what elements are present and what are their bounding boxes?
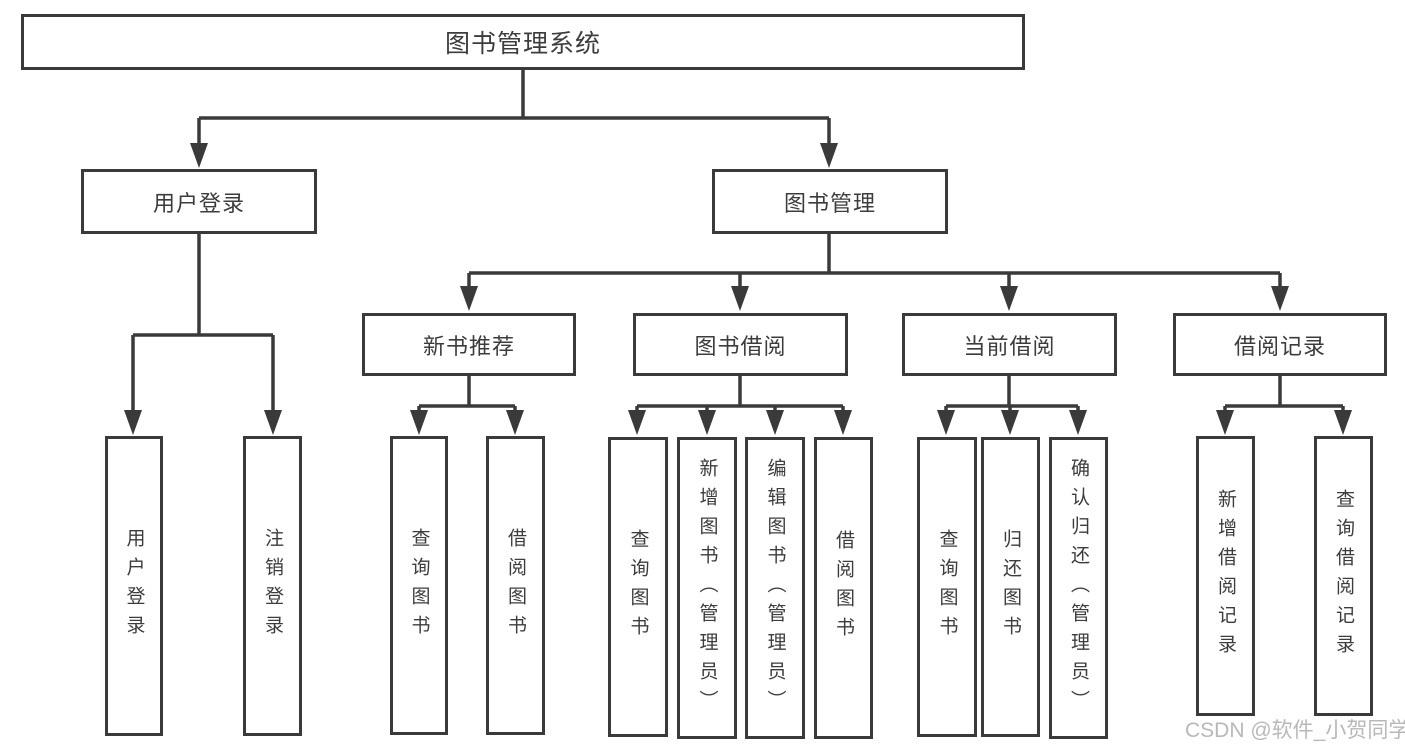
leaf-node-borrow-query-books: 查询图书 [608,437,668,737]
leaf-node-label: 新增图书（管理员） [696,457,718,719]
leaf-node-current-query-books: 查询图书 [917,437,977,737]
level3-node-label: 借阅记录 [1233,333,1326,359]
leaf-node-label: 编辑图书（管理员） [764,457,786,719]
leaf-node-label: 查询图书 [408,527,430,644]
leaf-node-edit-books-admin: 编辑图书（管理员） [745,437,805,739]
leaf-node-add-books-admin: 新增图书（管理员） [677,437,737,739]
root-node-label: 图书管理系统 [444,30,601,58]
level2-node-label: 图书管理 [783,190,876,216]
leaf-node-return-books: 归还图书 [981,437,1040,737]
leaf-node-label: 新增借阅记录 [1215,489,1236,663]
leaf-node-label: 确认归还（管理员） [1068,457,1089,719]
leaf-node-recommend-query-books: 查询图书 [390,436,448,735]
leaf-node-confirm-return-admin: 确认归还（管理员） [1049,437,1108,739]
level3-node-label: 新书推荐 [422,333,515,359]
leaf-node-label: 借阅图书 [505,527,526,644]
leaf-node-logout: 注销登录 [243,436,302,736]
leaf-node-label: 查询借阅记录 [1333,489,1354,663]
leaf-node-add-borrow-record: 新增借阅记录 [1196,436,1255,716]
level3-node-label: 图书借阅 [694,333,787,359]
root-node-library-management-system: 图书管理系统 [21,14,1025,70]
leaf-node-query-borrow-record: 查询借阅记录 [1314,436,1373,716]
level3-node-borrow-records: 借阅记录 [1173,313,1387,376]
csdn-watermark: CSDN @软件_小贺同学 [1185,719,1405,742]
level2-node-book-management: 图书管理 [712,169,948,234]
leaf-node-label: 用户登录 [123,528,145,644]
level2-node-label: 用户登录 [152,190,245,216]
leaf-node-label: 查询图书 [936,529,958,645]
leaf-node-label: 归还图书 [1000,529,1021,645]
leaf-node-recommend-borrow-books: 借阅图书 [486,436,545,735]
level3-node-book-borrowing: 图书借阅 [633,313,848,376]
leaf-node-user-login: 用户登录 [105,436,163,736]
level3-node-current-borrowing: 当前借阅 [902,313,1117,376]
leaf-node-borrow-books: 借阅图书 [814,437,873,739]
level3-node-label: 当前借阅 [963,333,1056,359]
leaf-node-label: 借阅图书 [833,530,854,646]
level3-node-new-book-recommend: 新书推荐 [362,313,576,376]
leaf-node-label: 查询图书 [627,529,649,645]
leaf-node-label: 注销登录 [262,528,283,644]
level2-node-user-login: 用户登录 [81,169,317,234]
